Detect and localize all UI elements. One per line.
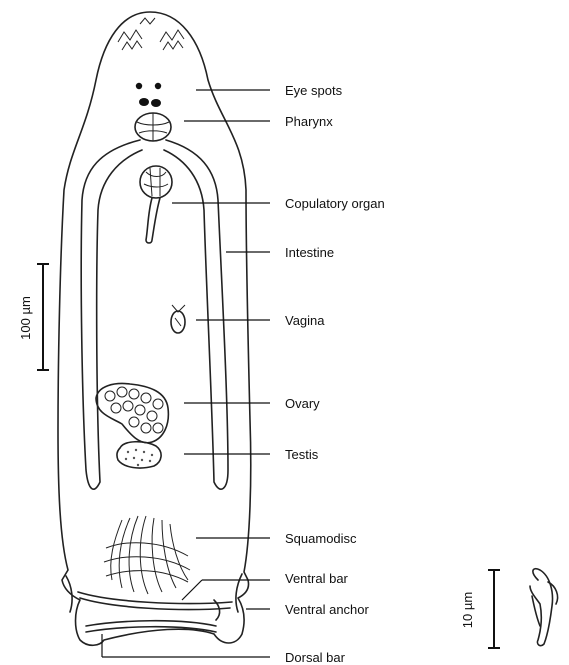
label-testis: Testis bbox=[285, 447, 319, 462]
vagina bbox=[171, 305, 185, 333]
eye-spots bbox=[136, 83, 161, 107]
haptor-bars bbox=[66, 574, 242, 632]
ovary bbox=[96, 384, 168, 443]
copulatory-organ bbox=[140, 166, 172, 243]
label-copulatory-organ: Copulatory organ bbox=[285, 196, 385, 211]
label-ventral-bar: Ventral bar bbox=[285, 571, 349, 586]
pharynx bbox=[135, 113, 171, 141]
label-dorsal-bar: Dorsal bar bbox=[285, 650, 346, 665]
head-glands bbox=[118, 18, 184, 50]
label-intestine: Intestine bbox=[285, 245, 334, 260]
squamodisc bbox=[104, 516, 190, 594]
label-squamodisc: Squamodisc bbox=[285, 531, 357, 546]
label-pharynx: Pharynx bbox=[285, 114, 333, 129]
anchor-detail bbox=[530, 569, 558, 646]
scale-bar-100um bbox=[37, 264, 49, 370]
label-vagina: Vagina bbox=[285, 313, 325, 328]
label-ovary: Ovary bbox=[285, 396, 320, 411]
scale-label-10um: 10 µm bbox=[460, 592, 475, 628]
scale-label-100um: 100 µm bbox=[18, 296, 33, 340]
label-eye-spots: Eye spots bbox=[285, 83, 343, 98]
testis bbox=[117, 442, 161, 468]
body-outline bbox=[58, 12, 251, 645]
scale-bar-10um bbox=[488, 570, 500, 648]
label-ventral-anchor: Ventral anchor bbox=[285, 602, 370, 617]
